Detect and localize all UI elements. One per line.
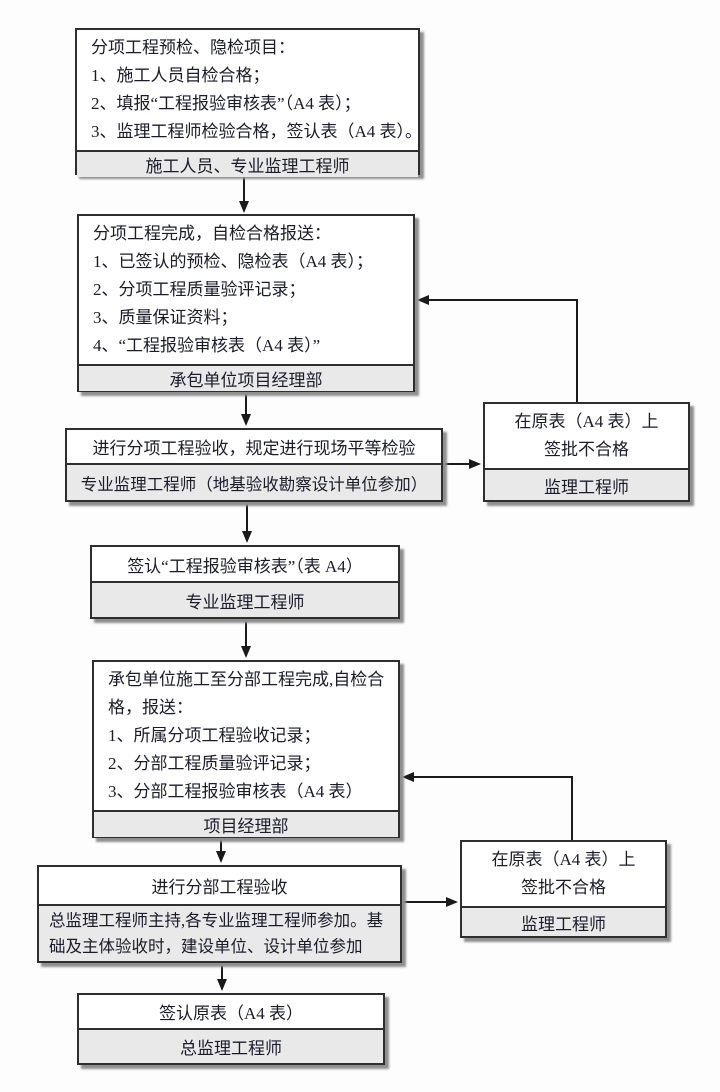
responsible-party-label: 监理工程师	[462, 906, 665, 936]
subitem-completion-text: 分项工程完成，自检合格报送： 1、已签认的预检、隐检表（A4 表）； 2、分项工…	[79, 216, 413, 364]
text-line: 3、分部工程报验审核表（A4 表）	[108, 782, 363, 801]
text-line: 承包单位施工至分部工程完成,自检合	[108, 670, 385, 689]
subitem-acceptance-title: 进行分项工程验收，规定进行现场平等检验	[92, 439, 416, 458]
text-line: 格，报送：	[108, 698, 193, 717]
responsible-party-label: 总监理工程师主持,各专业监理工程师参加。基 础及主体验收时，建设单位、设计单位参…	[39, 904, 400, 961]
responsible-party-label: 专业监理工程师（地基验收勘察设计单位参加）	[67, 463, 441, 500]
responsible-party-label: 施工人员、专业监理工程师	[77, 150, 418, 177]
text-line: 1、所属分项工程验收记录；	[108, 726, 321, 745]
division-acceptance-title: 进行分部工程验收	[151, 878, 288, 897]
responsible-party-label: 项目经理部	[94, 810, 398, 837]
text-line: 1、施工人员自检合格；	[91, 66, 270, 85]
reject-note-box-2: 在原表（A4 表）上 签批不合格 监理工程师	[460, 840, 667, 938]
text-line: 2、填报“工程报验审核表”（A4 表）；	[91, 94, 361, 113]
responsible-party-label: 总监理工程师	[79, 1028, 383, 1063]
responsible-party-label: 专业监理工程师	[92, 581, 398, 617]
subitem-completion-submission-box: 分项工程完成，自检合格报送： 1、已签认的预检、隐检表（A4 表）； 2、分项工…	[77, 214, 415, 392]
text-line: 1、已签认的预检、隐检表（A4 表）；	[93, 252, 374, 271]
subitem-acceptance-box: 进行分项工程验收，规定进行现场平等检验 专业监理工程师（地基验收勘察设计单位参加…	[65, 428, 443, 502]
division-completion-text: 承包单位施工至分部工程完成,自检合 格，报送： 1、所属分项工程验收记录； 2、…	[94, 662, 398, 810]
text-line: 3、监理工程师检验合格，签认表（A4 表）。	[91, 122, 423, 141]
text-line: 签批不合格	[521, 878, 606, 897]
arrow-reject1-step2	[417, 295, 578, 402]
reject-note-box-1: 在原表（A4 表）上 签批不合格 监理工程师	[483, 402, 690, 502]
reject-note-text: 在原表（A4 表）上 签批不合格	[485, 404, 688, 468]
text-line: 签批不合格	[544, 440, 629, 459]
responsible-party-label: 承包单位项目经理部	[79, 364, 413, 391]
division-acceptance-box: 进行分部工程验收 总监理工程师主持,各专业监理工程师参加。基 础及主体验收时，建…	[37, 865, 402, 963]
sign-review-form-box: 签认“工程报验审核表”（表 A4） 专业监理工程师	[90, 545, 400, 619]
arrow-reject2-step5	[402, 772, 573, 840]
text-line: 础及主体验收时，建设单位、设计单位参加	[49, 936, 363, 956]
division-completion-submission-box: 承包单位施工至分部工程完成,自检合 格，报送： 1、所属分项工程验收记录； 2、…	[92, 660, 400, 838]
text-line: 2、分部工程质量验评记录；	[108, 754, 321, 773]
text-line: 3、质量保证资料；	[93, 308, 238, 327]
text-line: 分项工程完成，自检合格报送：	[93, 224, 331, 243]
text-line: 在原表（A4 表）上	[514, 412, 659, 431]
reject-note-text: 在原表（A4 表）上 签批不合格	[462, 842, 665, 906]
responsible-party-label: 监理工程师	[485, 468, 688, 500]
text-line: 2、分项工程质量验评记录；	[93, 280, 306, 299]
sign-original-form-box: 签认原表（A4 表） 总监理工程师	[77, 993, 385, 1065]
sign-original-form-title: 签认原表（A4 表）	[158, 1004, 304, 1023]
text-line: 在原表（A4 表）上	[491, 850, 636, 869]
precheck-items-box: 分项工程预检、隐检项目： 1、施工人员自检合格； 2、填报“工程报验审核表”（A…	[75, 28, 423, 177]
precheck-items-text: 分项工程预检、隐检项目： 1、施工人员自检合格； 2、填报“工程报验审核表”（A…	[77, 30, 423, 150]
text-line: 总监理工程师主持,各专业监理工程师参加。基	[49, 910, 384, 930]
sign-review-form-title: 签认“工程报验审核表”（表 A4）	[127, 556, 363, 576]
text-line: 4、“工程报验审核表（A4 表）”	[93, 336, 321, 355]
text-line: 分项工程预检、隐检项目：	[91, 38, 295, 57]
